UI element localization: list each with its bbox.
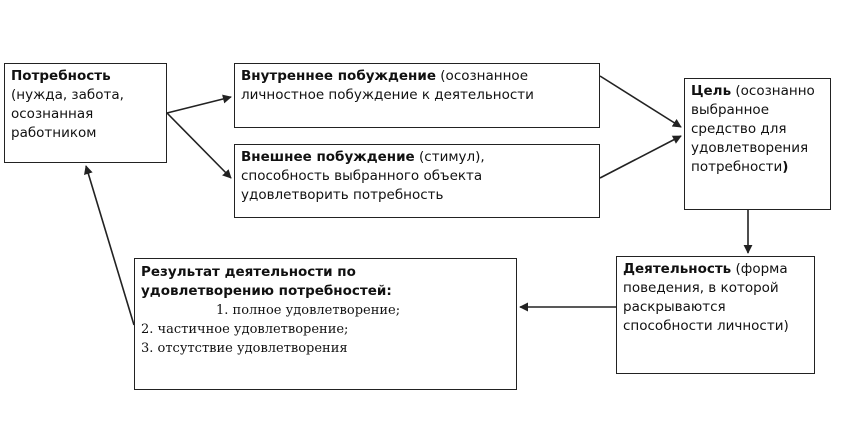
arrow-external-to-goal bbox=[599, 135, 682, 179]
internal-title: Внутреннее побуждение bbox=[241, 68, 436, 84]
result-item-1: 1. полное удовлетворение; bbox=[216, 303, 401, 318]
external-text-line1: (стимул), bbox=[414, 149, 485, 165]
result-box: Результат деятельности по удовлетворению… bbox=[134, 258, 517, 390]
goal-text: (осознанно выбранное средство для удовле… bbox=[691, 83, 815, 175]
internal-text-line2: личностное побуждение к деятельности bbox=[241, 87, 534, 103]
activity-text: (форма поведения, в которой раскрываются… bbox=[623, 261, 789, 334]
arrow-need-to-external bbox=[166, 112, 232, 179]
arrow-need-to-internal bbox=[166, 94, 232, 114]
need-box: Потребность (нужда, забота, осознанная р… bbox=[4, 63, 167, 163]
activity-title: Деятельность bbox=[623, 261, 732, 277]
activity-box: Деятельность (форма поведения, в которой… bbox=[616, 256, 815, 374]
need-text: (нужда, забота, осознанная работником bbox=[11, 87, 124, 141]
external-title: Внешнее побуждение bbox=[241, 149, 415, 165]
result-title-line2: удовлетворению потребностей: bbox=[141, 283, 392, 299]
arrow-result-to-need bbox=[84, 165, 135, 326]
goal-box: Цель (осознанно выбранное средство для у… bbox=[684, 78, 831, 210]
external-text-line3: удовлетворить потребность bbox=[241, 187, 444, 203]
result-title-line1: Результат деятельности по bbox=[141, 264, 356, 280]
goal-title: Цель bbox=[691, 83, 732, 99]
arrow-internal-to-goal bbox=[599, 75, 682, 128]
external-text-line2: способность выбранного объекта bbox=[241, 168, 483, 184]
result-item-2: 2. частичное удовлетворение; bbox=[141, 322, 349, 337]
result-item-3: 3. отсутствие удовлетворения bbox=[141, 341, 348, 356]
need-title: Потребность bbox=[11, 68, 111, 84]
internal-text-line1: (осознанное bbox=[436, 68, 528, 84]
internal-motive-box: Внутреннее побуждение (осознанное личнос… bbox=[234, 63, 600, 128]
external-motive-box: Внешнее побуждение (стимул), способность… bbox=[234, 144, 600, 218]
goal-close: ) bbox=[782, 159, 789, 175]
